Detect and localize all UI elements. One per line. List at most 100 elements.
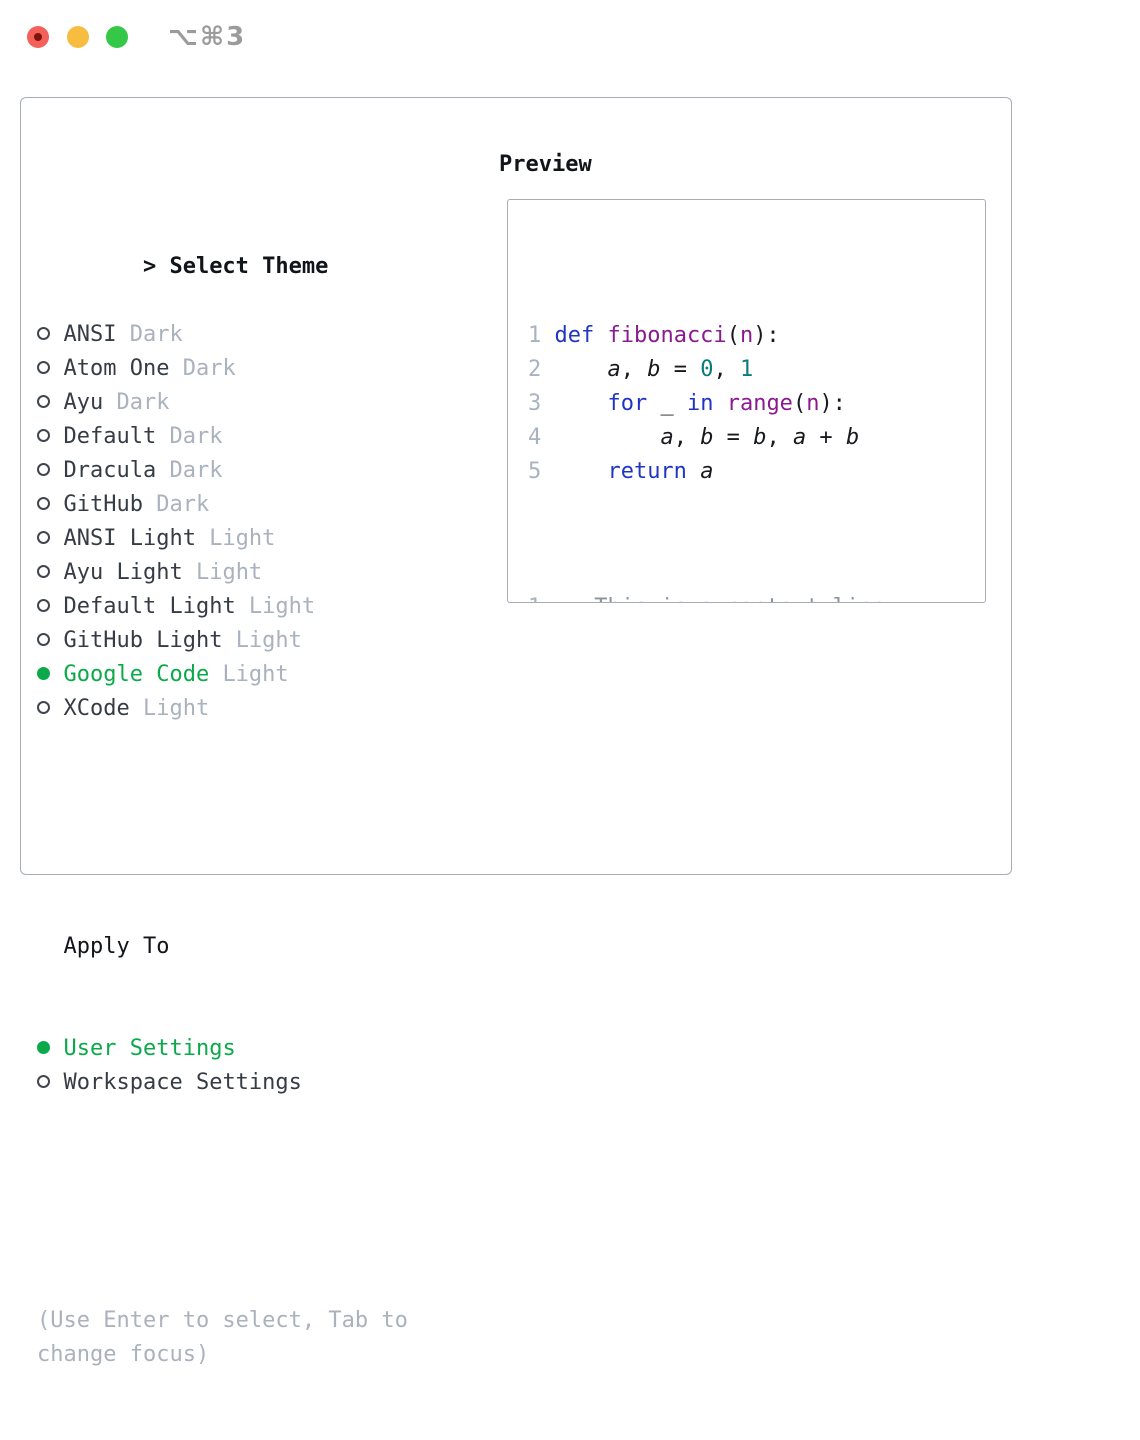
line-number: 1 [528, 591, 541, 602]
cursor-prompt-icon: > [142, 254, 157, 279]
theme-list-title: Select Theme [169, 254, 329, 279]
code-token: = [660, 357, 701, 382]
diff-line: 1 This is a context line. [528, 591, 985, 602]
option-apply-user-settings[interactable]: User Settings [37, 1032, 408, 1066]
code-token: = [713, 425, 754, 450]
code-token: b [647, 357, 661, 382]
window-title: ⌥⌘3 [168, 22, 247, 52]
code-token [687, 459, 700, 484]
code-token [594, 323, 607, 348]
option-theme-ayu-light[interactable]: Ayu Light Light [37, 556, 408, 590]
code-token: ( [792, 391, 807, 416]
code-token: def [554, 323, 595, 348]
code-token [554, 459, 607, 484]
option-variant-label: Dark [169, 424, 223, 449]
option-label: ANSI [63, 322, 117, 347]
option-variant-label: Light [209, 526, 276, 551]
apply-to-header: Apply To [63, 934, 170, 959]
radio-icon [37, 531, 50, 544]
code-token: range [726, 391, 793, 416]
close-button[interactable] [27, 26, 49, 48]
code-token: , [713, 357, 740, 382]
option-label: Ayu Light [63, 560, 183, 585]
option-label: Google Code [63, 662, 210, 687]
radio-icon [37, 701, 50, 714]
line-number: 3 [528, 391, 542, 416]
preview-header: Preview [499, 152, 592, 177]
code-token: fibonacci [607, 323, 727, 348]
option-label: Workspace Settings [63, 1070, 302, 1095]
code-token: ): [753, 323, 780, 348]
help-text: (Use Enter to select, Tab to change focus… [37, 1304, 408, 1372]
option-label: XCode [63, 696, 130, 721]
option-label: GitHub [63, 492, 143, 517]
code-token: , [620, 357, 648, 382]
code-token [554, 425, 660, 450]
code-token: 1 [739, 357, 754, 382]
option-label: Dracula [63, 458, 157, 483]
code-line: 4 a, b = b, a + b [528, 421, 985, 455]
radio-selected-icon [37, 1041, 50, 1054]
record-dot-icon [34, 33, 42, 41]
option-theme-github[interactable]: GitHub Dark [37, 488, 408, 522]
radio-icon [37, 599, 50, 612]
radio-icon [37, 361, 50, 374]
code-token: for [607, 391, 648, 416]
line-number: 2 [528, 357, 542, 382]
option-theme-google-code[interactable]: Google Code Light [37, 658, 408, 692]
code-token: b [753, 425, 767, 450]
line-number: 5 [528, 459, 542, 484]
code-token [713, 391, 726, 416]
radio-icon [37, 565, 50, 578]
code-token [554, 357, 607, 382]
radio-icon [37, 497, 50, 510]
radio-icon [37, 327, 50, 340]
code-line: 5 return a [528, 455, 985, 489]
code-line: 3 for _ in range(n): [528, 387, 985, 421]
maximize-button[interactable] [106, 26, 128, 48]
code-token: This is a context line. [554, 595, 899, 602]
code-token: ): [819, 391, 846, 416]
code-token: n [806, 391, 820, 416]
line-number: 4 [528, 425, 542, 450]
radio-selected-icon [37, 667, 50, 680]
option-variant-label: Dark [156, 492, 210, 517]
option-apply-workspace-settings[interactable]: Workspace Settings [37, 1066, 408, 1100]
diff-preview: 1 This is a context line.2 - This line w… [508, 591, 985, 602]
option-variant-label: Light [235, 628, 302, 653]
help-text-line: (Use Enter to select, Tab to [37, 1308, 408, 1333]
option-variant-label: Light [222, 662, 289, 687]
code-token: a [607, 357, 621, 382]
option-variant-label: Dark [116, 390, 170, 415]
option-variant-label: Light [195, 560, 263, 585]
radio-icon [37, 463, 50, 476]
code-token: n [739, 323, 754, 348]
option-variant-label: Dark [182, 356, 236, 381]
option-label: User Settings [63, 1036, 236, 1061]
minimize-button[interactable] [67, 26, 89, 48]
help-text-line: change focus) [37, 1342, 210, 1367]
code-token: _ [647, 391, 687, 416]
radio-icon [37, 633, 50, 646]
code-token: return [607, 459, 687, 484]
code-token: 0 [700, 357, 714, 382]
option-variant-label: Light [248, 594, 316, 619]
code-token: a [700, 459, 714, 484]
code-token: in [686, 391, 714, 416]
code-token [554, 391, 607, 416]
line-number: 1 [528, 323, 542, 348]
